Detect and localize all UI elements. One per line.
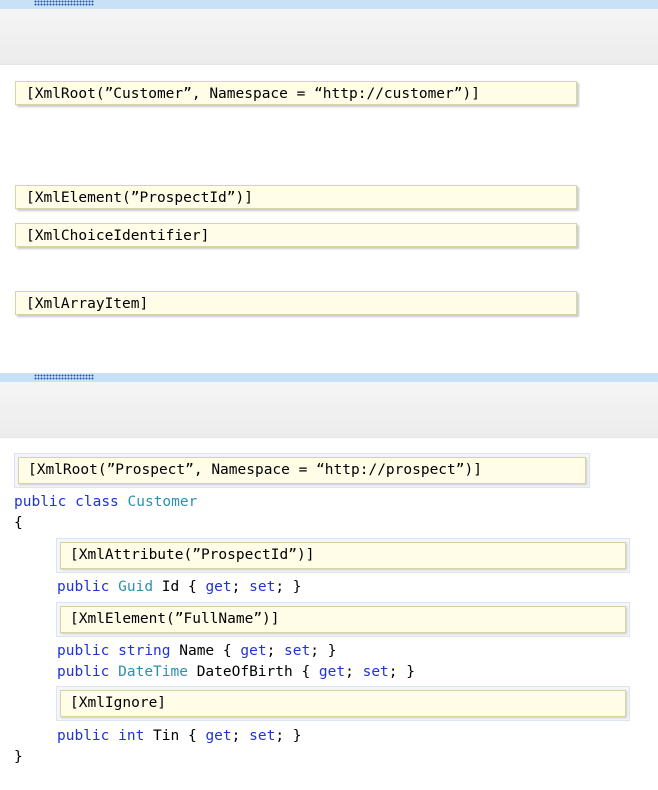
placed-attribute-xmlignore[interactable]: [XmlIgnore] [60, 690, 626, 717]
code-text: ; [345, 664, 363, 680]
placed-attribute-xmlroot-prospect[interactable]: [XmlRoot(”Prospect”, Namespace = “http:/… [18, 457, 586, 484]
bottom-pane-header [0, 382, 658, 438]
keyword-set: set [249, 579, 276, 595]
close-brace: } [14, 749, 23, 765]
type-name: string [118, 643, 171, 659]
keyword-public: public [57, 643, 110, 659]
code-text: ; [266, 643, 285, 659]
code-text: ; [231, 728, 250, 744]
code-text: ; } [388, 664, 415, 680]
code-text: ; } [275, 728, 302, 744]
placed-attribute-xmlelement-fullname[interactable]: [XmlElement(”FullName”)] [60, 606, 626, 633]
type-name: int [118, 728, 145, 744]
code-text: Tin { [144, 728, 206, 744]
type-name: DateTime [118, 664, 188, 680]
answer-chip-xmlroot-customer[interactable]: [XmlRoot(”Customer”, Namespace = “http:/… [15, 81, 577, 105]
answer-chip-xmlarrayitem[interactable]: [XmlArrayItem] [15, 291, 577, 315]
placed-attribute-xmlattribute-prospectid[interactable]: [XmlAttribute(”ProspectId”)] [60, 542, 626, 569]
code-text: DateOfBirth { [187, 664, 319, 680]
code-text: ; } [310, 643, 337, 659]
splitter-grip-icon[interactable] [34, 0, 94, 6]
top-pane-header [0, 9, 658, 65]
keyword-get: get [205, 579, 232, 595]
keyword-public: public [57, 664, 110, 680]
drop-target-class-attribute[interactable]: [XmlRoot(”Prospect”, Namespace = “http:/… [14, 453, 590, 488]
code-text: Id { [153, 579, 206, 595]
keyword-public: public [14, 494, 67, 510]
property-name-line: public string Name { get; set; } [57, 641, 336, 661]
keyword-get: get [205, 728, 232, 744]
class-name: Customer [127, 494, 198, 510]
keyword-public: public [57, 579, 110, 595]
answer-chip-xmlchoiceidentifier[interactable]: [XmlChoiceIdentifier] [15, 223, 577, 247]
class-declaration: public class Customer [14, 492, 197, 512]
keyword-get: get [318, 664, 346, 680]
top-pane-splitter[interactable] [0, 0, 658, 9]
type-name: Guid [118, 579, 154, 595]
code-text: Name { [170, 643, 241, 659]
keyword-set: set [362, 664, 389, 680]
drop-target-tin-attribute[interactable]: [XmlIgnore] [56, 686, 630, 721]
keyword-get: get [240, 643, 267, 659]
open-brace: { [14, 515, 23, 531]
property-tin-line: public int Tin { get; set; } [57, 726, 302, 746]
drop-target-id-attribute[interactable]: [XmlAttribute(”ProspectId”)] [56, 538, 630, 573]
keyword-set: set [249, 728, 276, 744]
property-dob-line: public DateTime DateOfBirth { get; set; … [57, 662, 415, 682]
property-id-line: public Guid Id { get; set; } [57, 577, 302, 597]
drop-target-name-attribute[interactable]: [XmlElement(”FullName”)] [56, 602, 630, 637]
code-text: ; } [275, 579, 302, 595]
keyword-public: public [57, 728, 110, 744]
keyword-class: class [75, 494, 119, 510]
keyword-set: set [284, 643, 311, 659]
bottom-pane-splitter[interactable] [0, 373, 658, 382]
answer-chip-xmlelement-prospectid[interactable]: [XmlElement(”ProspectId”)] [15, 185, 577, 209]
splitter-grip-icon[interactable] [34, 374, 94, 380]
code-text: ; [231, 579, 250, 595]
